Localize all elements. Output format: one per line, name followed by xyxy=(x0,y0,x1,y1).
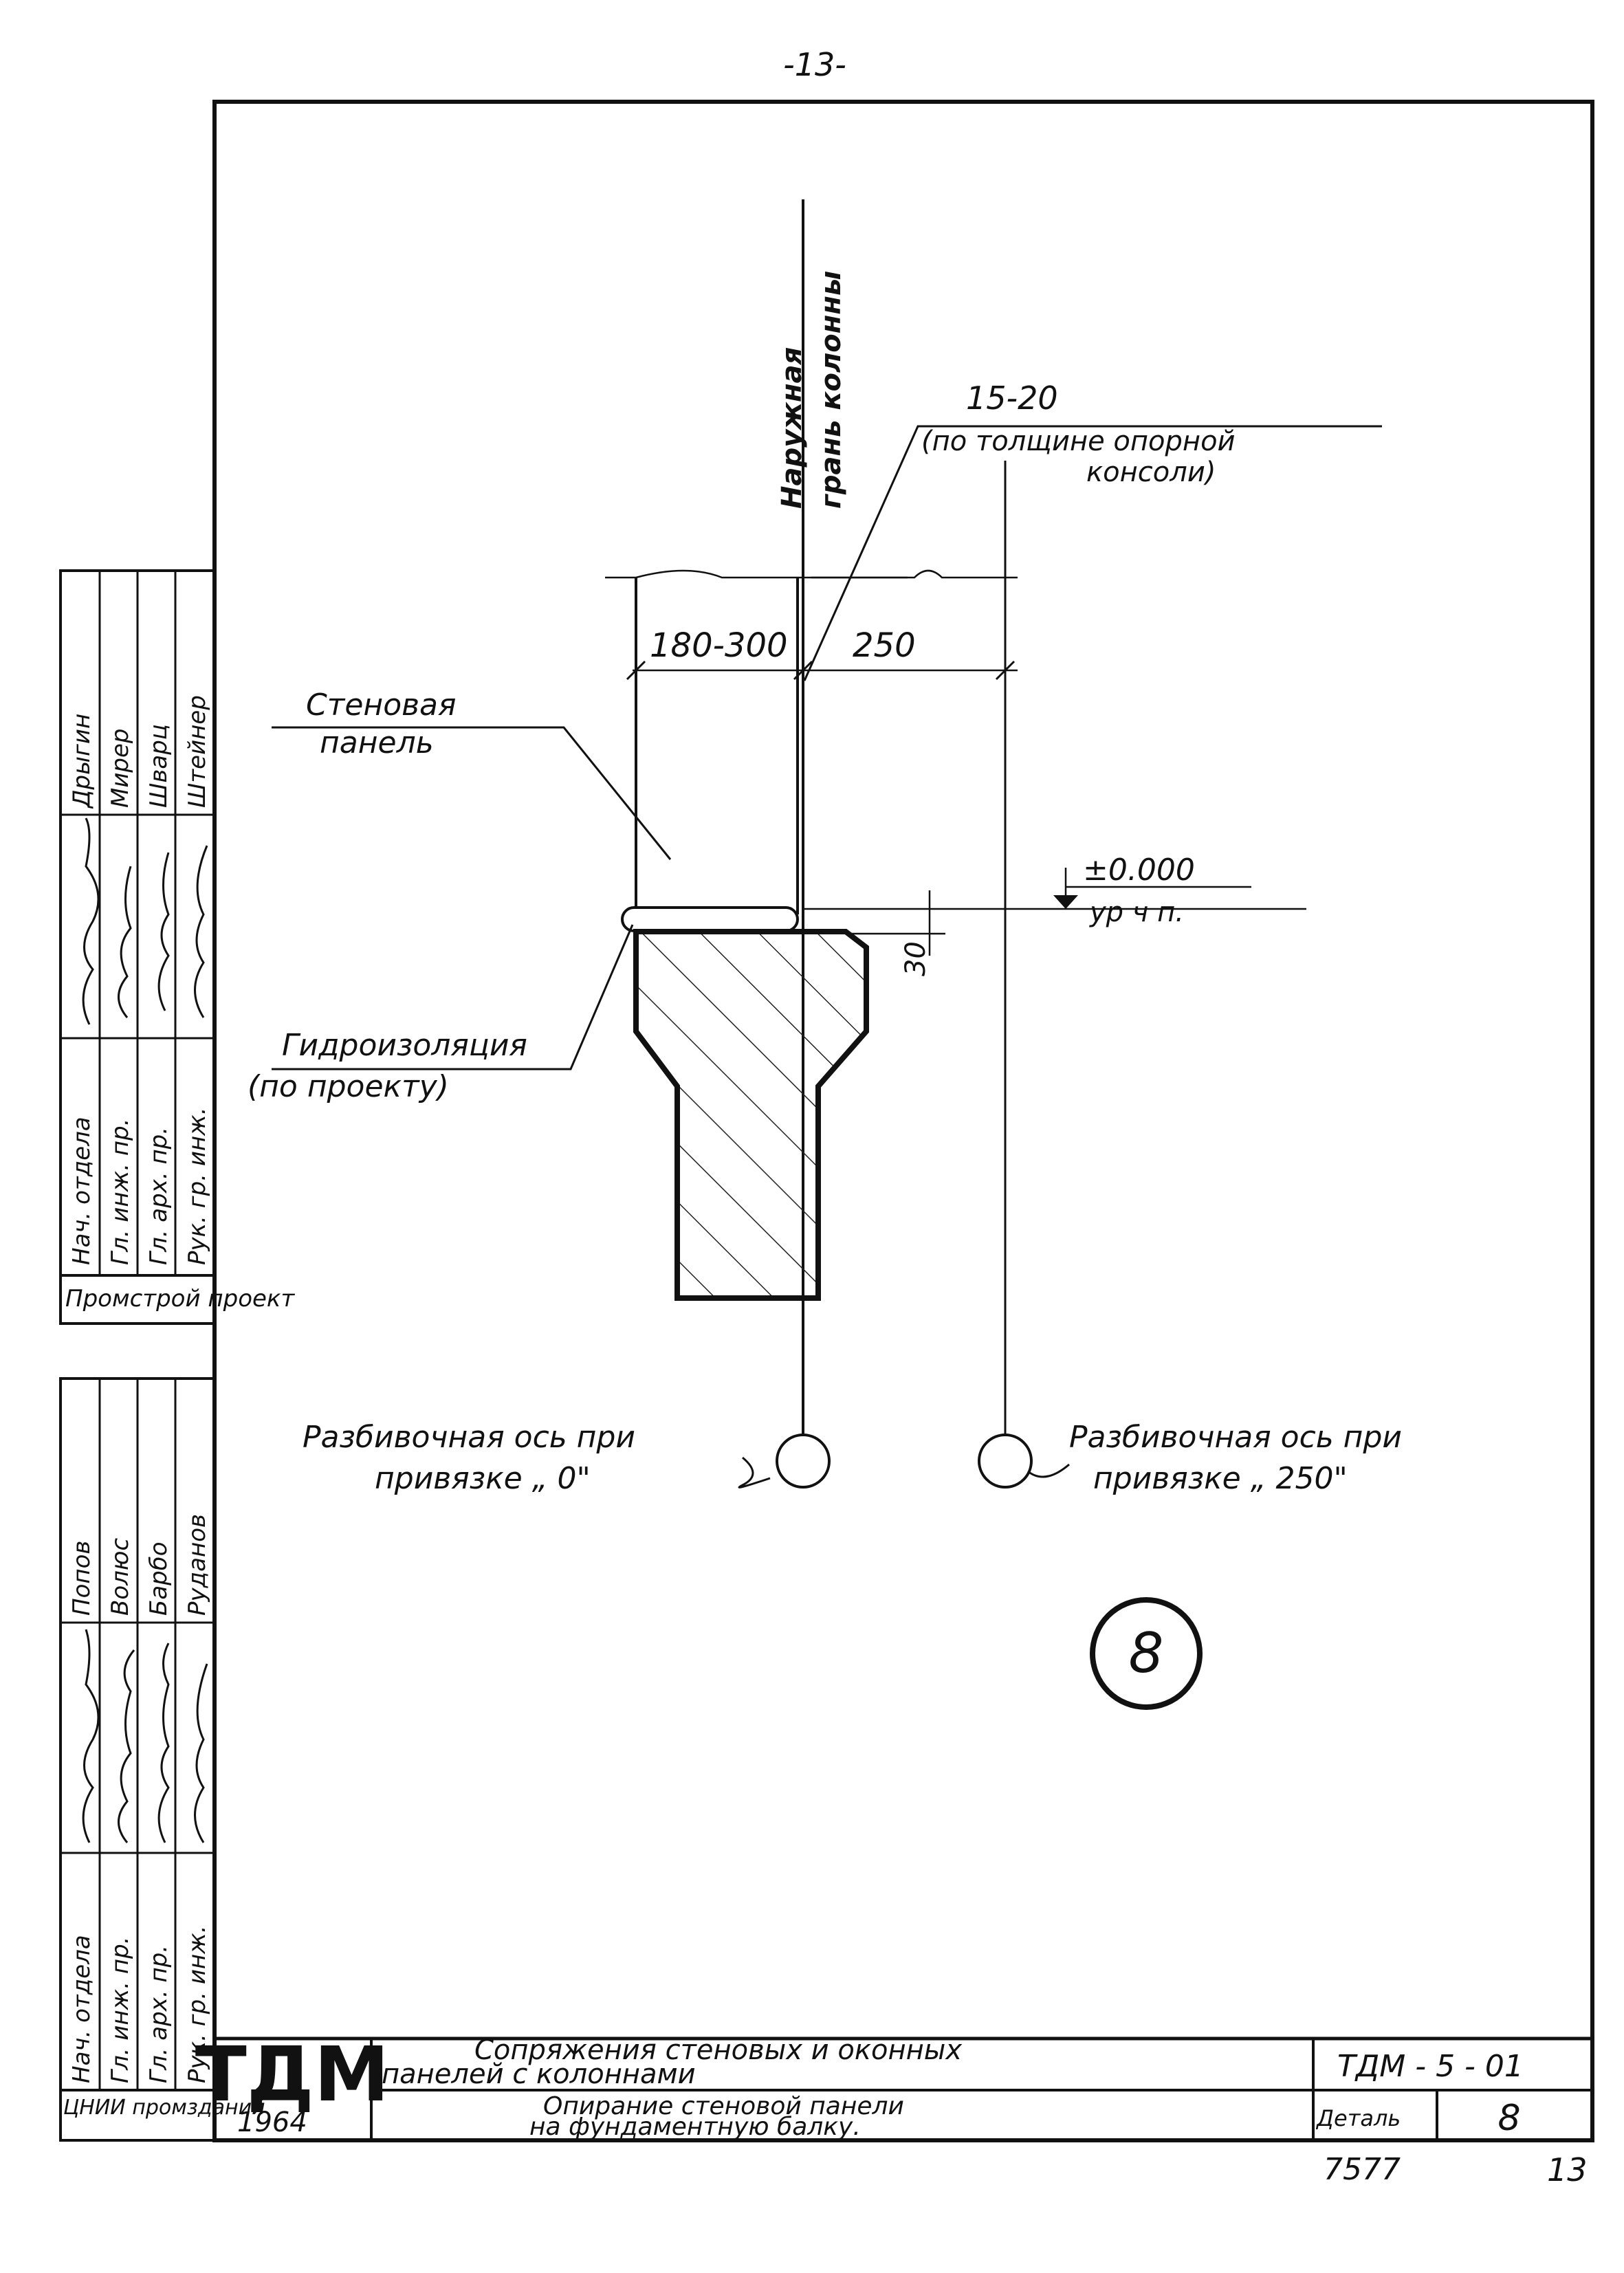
sheet-frame xyxy=(212,100,1594,2142)
axis-right-label-1: Разбивочная ось при xyxy=(1069,1420,1402,1455)
panel-label-2: панель xyxy=(320,725,434,760)
page-number-top: -13- xyxy=(783,46,846,83)
top-signature-4 xyxy=(194,845,208,1018)
axis-right-leader xyxy=(1027,1463,1070,1478)
detail-drawing: Наружная грань колонны 15-20 (по толщине… xyxy=(248,199,1402,1710)
title-line-1: Сопряжения стеновых и оконных xyxy=(474,2034,962,2066)
top-role-1: Нач. отдела xyxy=(68,1117,96,1265)
subtitle-line-2: на фундаментную балку. xyxy=(529,2113,861,2141)
column-face-label-2: грань колонны xyxy=(815,271,847,509)
top-signature-1 xyxy=(82,817,100,1025)
axis-left-leader xyxy=(738,1456,771,1489)
break-mark-right xyxy=(811,569,1018,579)
bottom-name-4: Руданов xyxy=(184,1514,211,1616)
break-mark-left xyxy=(605,569,908,579)
top-role-4: Рук. гр. инж. xyxy=(184,1107,211,1265)
bottom-signature-2 xyxy=(118,1649,135,1843)
bottom-name-3: Барбо xyxy=(145,1541,173,1616)
top-signature-2 xyxy=(118,866,132,1018)
foundation-beam xyxy=(633,929,869,1301)
bottom-name-1: Попов xyxy=(68,1541,96,1616)
panel-leader xyxy=(272,726,672,860)
bottom-role-2: Гл. инж. пр. xyxy=(107,1937,134,2083)
side-stamp-bottom: Нач. отдела Гл. инж. пр. Гл. арх. пр. Ру… xyxy=(59,1377,265,2142)
panel-label-1: Стеновая xyxy=(306,688,456,723)
archive-number: 7577 xyxy=(1324,2152,1401,2187)
waterproofing-leader xyxy=(272,924,634,1070)
bottom-name-2: Волюс xyxy=(107,1538,134,1616)
sheet-number: 13 xyxy=(1547,2151,1588,2188)
axis-left-label-1: Разбивочная ось при xyxy=(303,1420,635,1455)
bottom-signature-1 xyxy=(82,1629,100,1843)
axis-right-label-2: привязке „ 250" xyxy=(1093,1461,1348,1496)
top-role-2: Гл. инж. пр. xyxy=(107,1119,134,1265)
detail-number: 8 xyxy=(1497,2098,1520,2139)
detail-marker-number: 8 xyxy=(1129,1621,1164,1685)
bottom-signature-4 xyxy=(194,1663,208,1843)
bottom-role-4: Рук. гр. инж. xyxy=(184,1925,211,2083)
axis-bubble-left xyxy=(776,1434,831,1489)
dim-tick-3 xyxy=(995,660,1016,681)
top-stamp-org: Промстрой проект xyxy=(65,1285,295,1313)
level-value: ±0.000 xyxy=(1083,853,1195,888)
dim-offset: 250 xyxy=(853,626,916,665)
waterproofing-label-1: Гидроизоляция xyxy=(282,1028,527,1063)
subtitle-line-1: Опирание стеновой панели xyxy=(543,2092,904,2120)
title-year: 1964 xyxy=(237,2107,307,2138)
waterproofing-strip xyxy=(621,906,799,932)
column-face-label-1: Наружная xyxy=(776,347,808,509)
bottom-signature-3 xyxy=(157,1643,170,1843)
side-stamp-top: Нач. отдела Гл. инж. пр. Гл. арх. пр. Ру… xyxy=(59,569,295,1325)
dim-tick-1 xyxy=(626,660,646,681)
detail-label: Деталь xyxy=(1315,2105,1401,2131)
title-line-2: панелей с колоннами xyxy=(382,2058,696,2090)
dim-30: 30 xyxy=(900,941,932,976)
top-name-4: Штейнер xyxy=(184,695,211,808)
level-note: ур ч п. xyxy=(1089,897,1184,928)
console-dim-note-2: консоли) xyxy=(1086,457,1216,488)
top-name-1: Дрыгин xyxy=(68,714,96,809)
tdm-logo: ТДМ xyxy=(195,2030,389,2118)
dim-tick-2 xyxy=(793,660,813,681)
bottom-stamp-org: ЦНИИ промзданий xyxy=(63,2096,265,2120)
detail-marker-circle xyxy=(1090,1597,1203,1710)
axis-bubble-right xyxy=(978,1434,1033,1489)
bottom-role-3: Гл. арх. пр. xyxy=(145,1945,173,2083)
top-role-3: Гл. арх. пр. xyxy=(145,1127,173,1265)
axis-left-label-2: привязке „ 0" xyxy=(375,1461,591,1496)
console-dim-value: 15-20 xyxy=(966,380,1058,417)
waterproofing-label-2: (по проекту) xyxy=(248,1069,449,1104)
title-block: ТДМ 1964 Сопряжения стеновых и оконных п… xyxy=(195,2030,1592,2141)
drawing-code: ТДМ - 5 - 01 xyxy=(1337,2049,1524,2084)
dim-panel-thickness: 180-300 xyxy=(650,626,788,665)
top-name-2: Мирер xyxy=(107,728,134,808)
console-dim-leader xyxy=(803,425,1382,681)
console-dim-note-1: (по толщине опорной xyxy=(921,426,1236,457)
bottom-role-1: Нач. отдела xyxy=(68,1935,96,2083)
top-name-3: Шварц xyxy=(145,724,173,808)
top-signature-3 xyxy=(157,852,170,1011)
